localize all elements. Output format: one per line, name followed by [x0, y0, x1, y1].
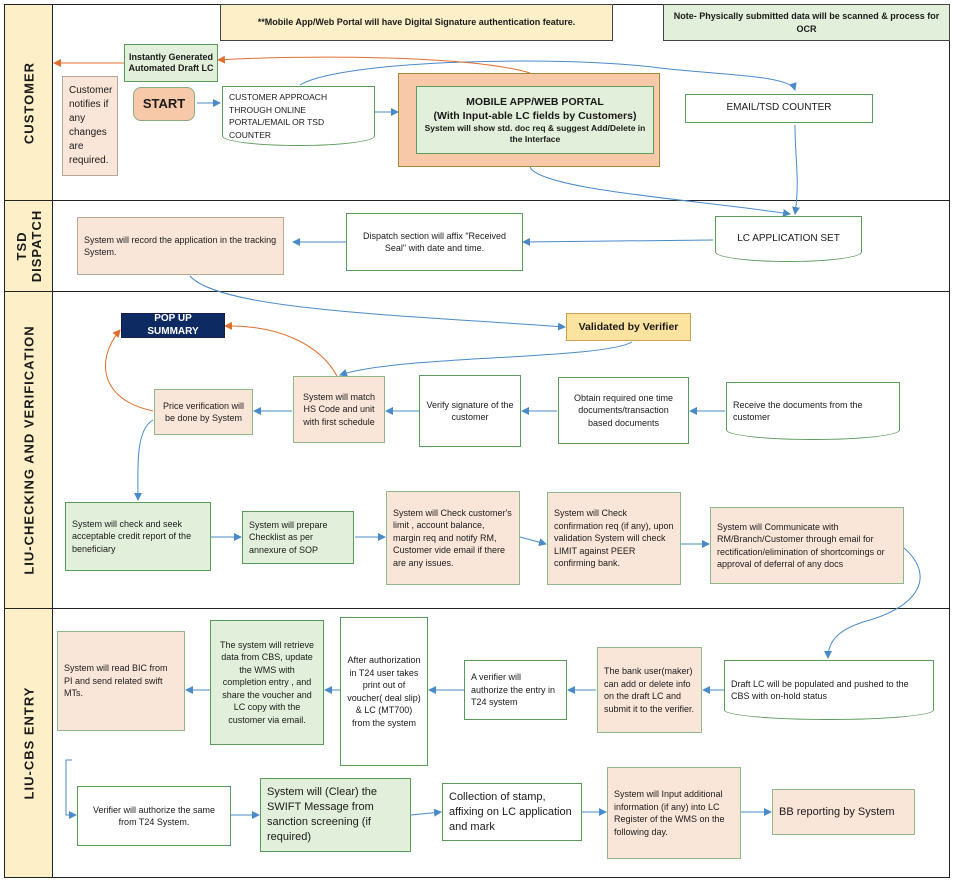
lane-label-liu-check: LIU-CHECKING AND VERIFICATION	[5, 292, 53, 608]
swift-clear-box: System will (Clear) the SWIFT Message fr…	[260, 778, 411, 852]
email-tsd-counter-box: EMAIL/TSD COUNTER	[685, 94, 873, 123]
credit-report-box: System will check and seek acceptable cr…	[65, 502, 211, 571]
stamp-collection-box: Collection of stamp, affixing on LC appl…	[442, 783, 582, 841]
lc-register-box: System will Input additional information…	[607, 767, 741, 859]
lc-application-set-box: LC APPLICATION SET	[715, 216, 862, 262]
communicate-rm-box: System will Communicate with RM/Branch/C…	[710, 507, 904, 584]
confirmation-limit-box: System will Check confirmation req (if a…	[547, 492, 681, 585]
customer-limit-box: System will Check customer's limit , acc…	[386, 491, 520, 585]
portal-box: MOBILE APP/WEB PORTAL (With Input-able L…	[416, 86, 654, 154]
tracking-record-box: System will record the application in th…	[77, 217, 284, 275]
customer-approach-box: CUSTOMER APPROACH THROUGH ONLINE PORTAL/…	[222, 86, 375, 146]
received-seal-box: Dispatch section will affix "Received Se…	[346, 213, 523, 271]
verifier-t24-box: A verifier will authorize the entry in T…	[464, 660, 567, 720]
read-bic-box: System will read BIC from PI and send re…	[57, 631, 185, 731]
obtain-documents-box: Obtain required one time documents/trans…	[558, 377, 689, 444]
draft-lc-pushed-box: Draft LC will be populated and pushed to…	[724, 660, 934, 720]
draft-lc-box: Instantly Generated Automated Draft LC	[124, 44, 218, 82]
receive-documents-box: Receive the documents from the customer	[726, 382, 900, 440]
verify-signature-box: Verify signature of the customer	[419, 375, 521, 447]
lane-label-liu-cbs: LIU-CBS ENTRY	[5, 609, 53, 877]
price-verification-box: Price verification will be done by Syste…	[154, 389, 253, 435]
start-node: START	[133, 87, 195, 121]
checklist-box: System will prepare Checklist as per ann…	[242, 511, 354, 564]
maker-edit-box: The bank user(maker) can add or delete i…	[597, 647, 702, 733]
note-ocr: Note- Physically submitted data will be …	[663, 4, 950, 41]
hs-code-box: System will match HS Code and unit with …	[293, 376, 385, 443]
validated-by-verifier-box: Validated by Verifier	[566, 313, 691, 341]
note-digital-signature: **Mobile App/Web Portal will have Digita…	[220, 4, 613, 41]
popup-summary-box: POP UP SUMMARY	[121, 313, 225, 338]
lane-label-customer: CUSTOMER	[5, 5, 53, 200]
verifier-same-t24-box: Verifier will authorize the same from T2…	[77, 786, 231, 846]
bb-reporting-box: BB reporting by System	[772, 789, 915, 835]
after-authorization-box: After authorization in T24 user takes pr…	[340, 617, 428, 766]
lane-label-tsd: TSD DISPATCH	[5, 201, 53, 291]
retrieve-cbs-box: The system will retrieve data from CBS, …	[210, 620, 324, 745]
customer-notify-box: Customer notifies if any changes are req…	[62, 76, 118, 176]
lane-liu-cbs: LIU-CBS ENTRY	[4, 608, 950, 878]
